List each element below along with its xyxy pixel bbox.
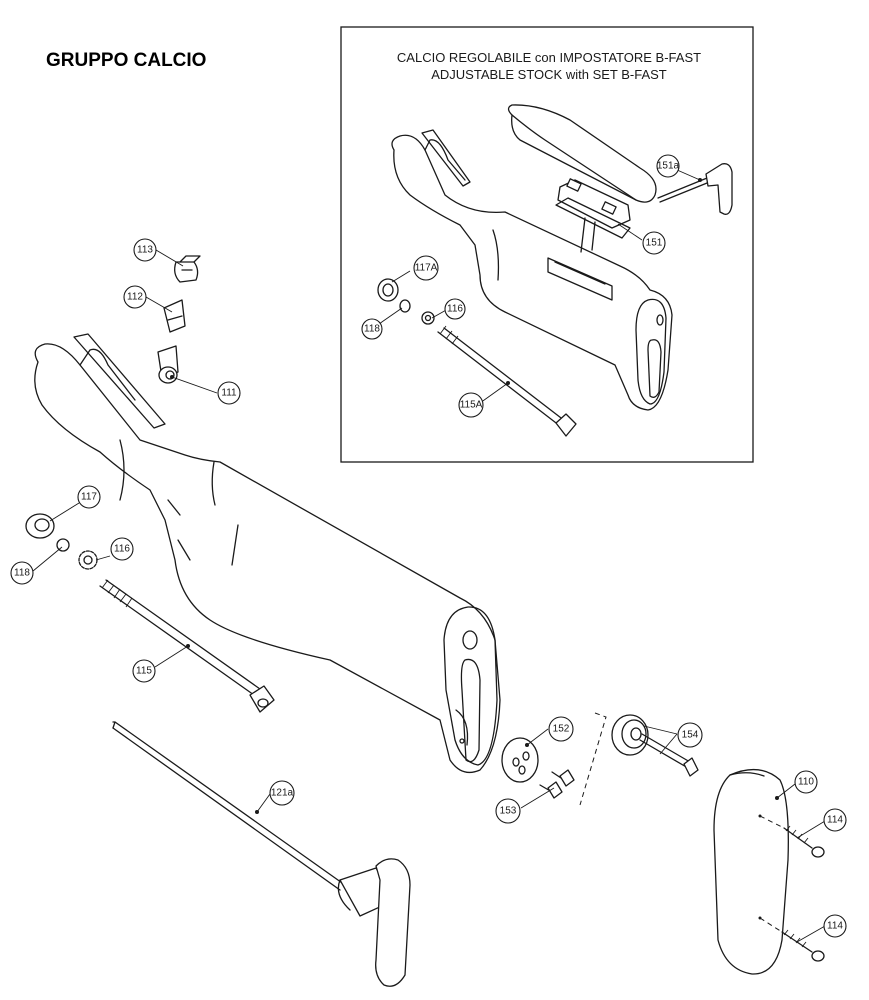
part-113-clip (174, 255, 201, 283)
callout-154: 154 (677, 722, 703, 748)
part-121a-tool (112, 721, 411, 987)
callout-113: 113 (133, 238, 157, 262)
part-154-adapter (579, 712, 699, 806)
svg-text:114: 114 (827, 921, 843, 932)
callout-inset-118: 118 (361, 318, 383, 340)
svg-text:152: 152 (553, 724, 570, 735)
callout-inset-151: 151 (642, 231, 666, 255)
callout-inset-116: 116 (444, 298, 466, 320)
inset-washer-117a (377, 278, 399, 302)
svg-text:154: 154 (682, 730, 699, 741)
part-111-anchor (157, 345, 179, 384)
part-110-recoil-pad (713, 768, 789, 975)
svg-text:118: 118 (364, 324, 380, 335)
inset-stock-bolt (437, 325, 577, 437)
callout-116: 116 (110, 537, 134, 561)
svg-text:115: 115 (136, 666, 152, 677)
svg-text:151: 151 (646, 238, 663, 249)
inset-title-english: ADJUSTABLE STOCK with SET B-FAST (431, 67, 667, 82)
callout-121a: 121a (269, 780, 295, 806)
svg-text:116: 116 (114, 544, 130, 555)
svg-text:116: 116 (447, 304, 463, 315)
callout-110: 110 (794, 770, 818, 794)
callout-152: 152 (548, 716, 574, 742)
part-116-lockwasher (78, 550, 98, 570)
callout-117: 117 (77, 485, 101, 509)
svg-text:113: 113 (137, 245, 153, 256)
main-stock (34, 333, 501, 774)
svg-text:153: 153 (500, 806, 517, 817)
callout-153: 153 (495, 798, 521, 824)
part-152-spacer (501, 737, 539, 783)
part-114-screws (759, 815, 825, 962)
callout-111: 111 (217, 381, 241, 405)
part-112-plate (163, 299, 186, 333)
leader-lines (32, 165, 826, 943)
callout-112: 112 (123, 285, 147, 309)
adjustable-stock-inset: CALCIO REGOLABILE con IMPOSTATORE B-FAST… (340, 26, 754, 463)
svg-text:114: 114 (827, 815, 843, 826)
callout-115: 115 (132, 659, 156, 683)
callout-118: 118 (10, 561, 34, 585)
diagram-title: GRUPPO CALCIO (46, 50, 206, 71)
callout-114-top: 114 (823, 808, 847, 832)
svg-text:111: 111 (221, 388, 237, 399)
svg-text:117A: 117A (415, 263, 438, 274)
inset-hex-key (657, 163, 733, 215)
svg-text:117: 117 (81, 492, 97, 503)
svg-text:151a: 151a (657, 161, 680, 172)
inset-washer-118 (399, 299, 411, 313)
callout-114-bottom: 114 (823, 914, 847, 938)
callout-inset-115a: 115A (458, 392, 484, 418)
inset-cheek-piece (507, 104, 657, 203)
svg-text:115A: 115A (460, 400, 483, 411)
inset-lockwasher-116 (421, 311, 435, 325)
inset-frame (340, 26, 754, 463)
part-153-screws (539, 769, 575, 799)
part-117-washer (25, 513, 55, 539)
inset-title-italian: CALCIO REGOLABILE con IMPOSTATORE B-FAST (397, 50, 701, 65)
part-118-washer (56, 538, 70, 552)
part-115-stock-bolt (99, 579, 275, 713)
svg-text:112: 112 (127, 292, 143, 303)
callout-inset-151a: 151a (656, 154, 680, 178)
callout-inset-117a: 117A (413, 255, 439, 281)
svg-text:110: 110 (798, 777, 814, 788)
svg-text:118: 118 (14, 568, 30, 579)
inset-stock (391, 129, 673, 411)
inset-adjuster (555, 178, 631, 253)
svg-text:121a: 121a (271, 788, 294, 799)
